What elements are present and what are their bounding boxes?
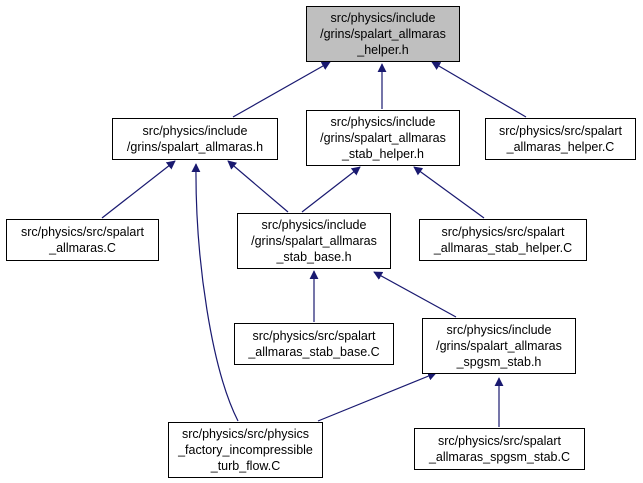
node-line: _helper.h	[357, 43, 409, 57]
node-line: src/physics/include	[142, 124, 248, 138]
node-spalart-allmaras-h[interactable]: src/physics/include /grins/spalart_allma…	[112, 118, 278, 160]
node-line: /grins/spalart_allmaras	[320, 131, 446, 145]
node-line: _turb_flow.C	[210, 459, 281, 473]
node-line: _factory_incompressible	[178, 443, 313, 457]
node-line: src/physics/src/spalart	[438, 434, 561, 448]
edge-helper-c-to-root	[431, 61, 527, 118]
node-spalart-allmaras-stab-base-h[interactable]: src/physics/include /grins/spalart_allma…	[237, 213, 391, 269]
node-line: _allmaras_spgsm_stab.C	[428, 450, 571, 464]
edge-allmaras-c-to-spalart-h	[101, 160, 176, 219]
node-line: /grins/spalart_allmaras	[436, 339, 562, 353]
edge-spalart-h-to-root	[232, 61, 331, 118]
edge-factory-c-to-spgsm-h	[317, 371, 437, 422]
node-spalart-allmaras-stab-helper-h[interactable]: src/physics/include /grins/spalart_allma…	[306, 110, 460, 166]
edge-factory-c-to-spalart-h	[191, 163, 239, 422]
node-spalart-allmaras-helper-h[interactable]: src/physics/include /grins/spalart_allma…	[306, 6, 460, 62]
node-line: src/physics/include	[330, 11, 436, 25]
node-line: _allmaras_stab_helper.C	[433, 241, 573, 255]
edge-stab-helper-c-to-stab-helper-h	[413, 166, 485, 219]
node-spalart-allmaras-spgsm-stab-c[interactable]: src/physics/src/spalart _allmaras_spgsm_…	[414, 428, 585, 470]
node-spalart-allmaras-c[interactable]: src/physics/src/spalart _allmaras.C	[6, 219, 159, 261]
node-line: src/physics/include	[446, 323, 552, 337]
node-line: _stab_base.h	[276, 250, 352, 264]
node-line: src/physics/src/physics	[181, 427, 310, 441]
node-line: src/physics/include	[330, 115, 436, 129]
edge-stab-base-h-to-stab-helper-h	[301, 166, 361, 213]
node-line: /grins/spalart_allmaras	[251, 234, 377, 248]
node-line: src/physics/include	[261, 218, 367, 232]
node-line: src/physics/src/spalart	[252, 329, 376, 343]
node-spalart-allmaras-stab-base-c[interactable]: src/physics/src/spalart _allmaras_stab_b…	[234, 323, 394, 365]
node-line: _allmaras_helper.C	[506, 140, 615, 154]
node-spalart-allmaras-spgsm-stab-h[interactable]: src/physics/include /grins/spalart_allma…	[422, 318, 576, 374]
node-line: _spgsm_stab.h	[456, 355, 542, 369]
node-line: _allmaras.C	[49, 241, 116, 255]
node-line: /grins/spalart_allmaras.h	[126, 140, 264, 154]
node-spalart-allmaras-stab-helper-c[interactable]: src/physics/src/spalart _allmaras_stab_h…	[419, 219, 587, 261]
node-physics-factory-incompressible-turb-flow-c[interactable]: src/physics/src/physics _factory_incompr…	[168, 422, 323, 478]
node-line: src/physics/src/spalart	[21, 225, 144, 239]
node-line: _allmaras_stab_base.C	[248, 345, 380, 359]
node-line: src/physics/src/spalart	[441, 225, 565, 239]
edge-stab-base-h-to-spalart-h	[227, 160, 289, 213]
edge-spgsm-h-to-stab-base-h	[373, 271, 457, 318]
node-spalart-allmaras-helper-c[interactable]: src/physics/src/spalart _allmaras_helper…	[485, 118, 636, 160]
node-line: _stab_helper.h	[341, 147, 424, 161]
node-line: /grins/spalart_allmaras	[320, 27, 446, 41]
node-line: src/physics/src/spalart	[499, 124, 622, 138]
